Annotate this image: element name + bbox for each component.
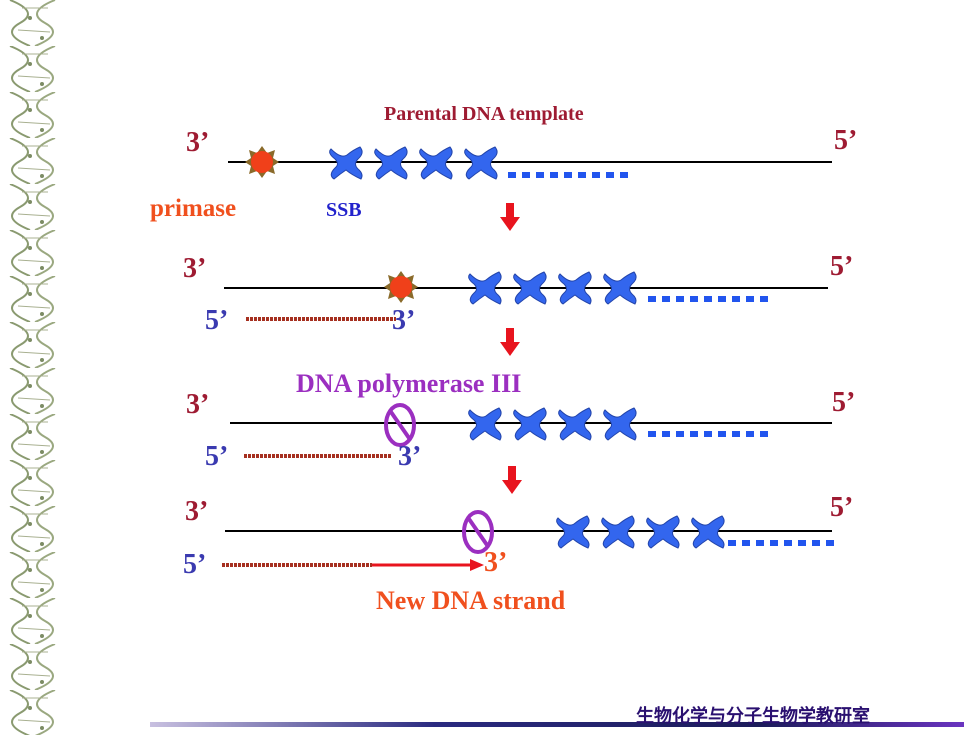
row2-primer-3prime-label: 3’	[392, 305, 416, 336]
row3-primer-5prime-label: 5’	[205, 441, 229, 472]
polymerase-icon	[384, 403, 416, 447]
row4-5prime-label: 5’	[830, 492, 854, 523]
row3-5prime-label: 5’	[832, 387, 856, 418]
primase-icon	[245, 146, 279, 178]
row4-primer-5prime-label: 5’	[183, 549, 207, 580]
diagram-title: Parental DNA template	[384, 103, 584, 125]
ssb-label: SSB	[326, 199, 362, 221]
row4-primer-3prime-label: 3’	[484, 547, 508, 578]
footer-bar	[150, 722, 964, 727]
row2-primer-5prime-label: 5’	[205, 305, 229, 336]
down-arrow-icon	[500, 328, 520, 356]
dna-helix-decoration	[0, 0, 78, 735]
primase-label: primase	[150, 195, 237, 222]
new-strand-arrowhead-icon	[470, 559, 484, 571]
row2-5prime-label: 5’	[830, 251, 854, 282]
new-dna-strand-label: New DNA strand	[376, 586, 566, 615]
primase-icon	[384, 271, 418, 303]
row1-3prime-label: 3’	[186, 127, 210, 158]
footer-department-text: 生物化学与分子生物学教研室	[636, 706, 870, 727]
row3-primer-3prime-label: 3’	[398, 441, 422, 472]
down-arrow-icon	[502, 466, 522, 494]
row2-3prime-label: 3’	[183, 253, 207, 284]
down-arrow-icon	[500, 203, 520, 231]
polymerase-label: DNA polymerase III	[296, 369, 522, 398]
row4-3prime-label: 3’	[185, 496, 209, 527]
row3-3prime-label: 3’	[186, 389, 210, 420]
row1-5prime-label: 5’	[834, 125, 858, 156]
